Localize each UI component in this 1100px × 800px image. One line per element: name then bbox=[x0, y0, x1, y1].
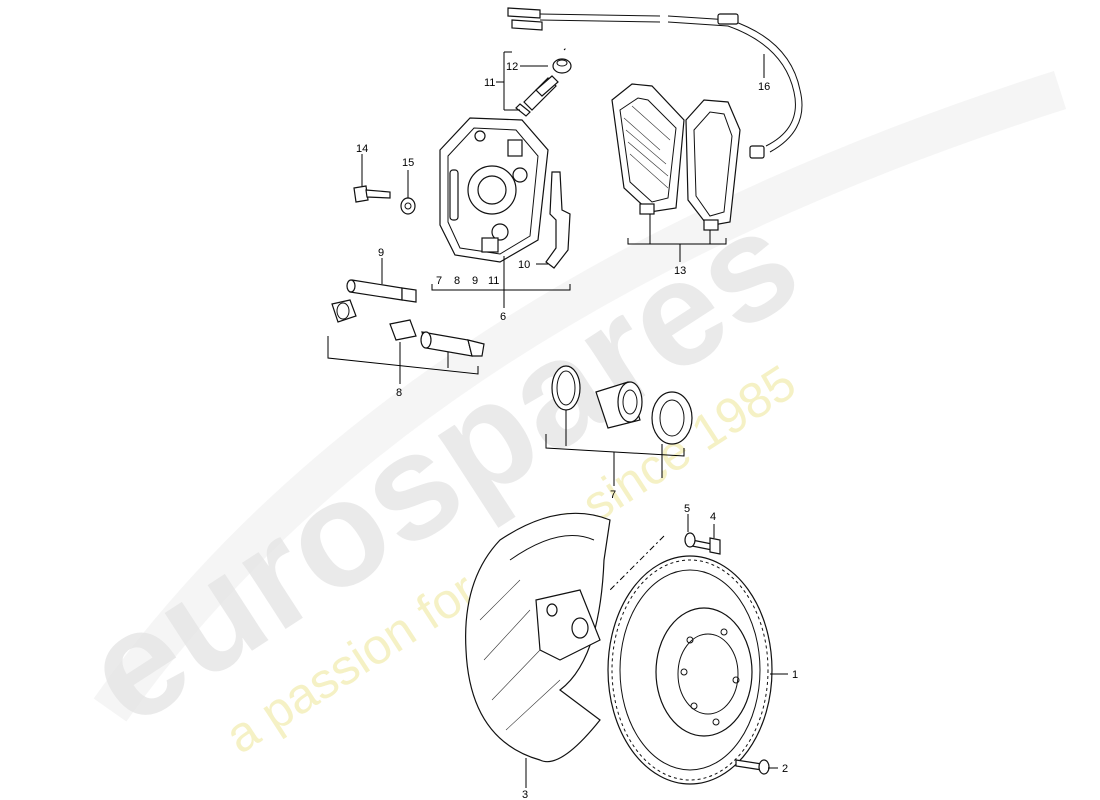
piston-repair-kit[interactable] bbox=[551, 365, 693, 445]
callout-12: 12 bbox=[506, 61, 518, 73]
guide-pin[interactable] bbox=[346, 279, 417, 303]
dust-cap[interactable] bbox=[552, 58, 572, 74]
callout-10: 10 bbox=[518, 259, 530, 271]
callout-3: 3 bbox=[522, 789, 528, 800]
wear-sensor[interactable] bbox=[507, 7, 803, 159]
callout-7: 7 bbox=[610, 489, 616, 501]
callout-14: 14 bbox=[356, 143, 368, 155]
callout-4: 4 bbox=[710, 511, 716, 523]
hex-bolt-4[interactable] bbox=[691, 537, 721, 555]
callout-16: 16 bbox=[758, 81, 770, 93]
guide-pin-kit[interactable] bbox=[331, 299, 485, 357]
kit6-label-11: 11 bbox=[488, 275, 499, 287]
callout-2: 2 bbox=[782, 763, 788, 775]
splash-shield[interactable] bbox=[465, 512, 611, 763]
callout-15: 15 bbox=[402, 157, 414, 169]
callout-6: 6 bbox=[500, 311, 506, 323]
bleeder-valve[interactable] bbox=[515, 75, 559, 117]
brake-pad-set[interactable] bbox=[611, 83, 741, 231]
spring-clip[interactable] bbox=[545, 171, 571, 269]
callout-1: 1 bbox=[792, 669, 798, 681]
washer-5[interactable] bbox=[684, 532, 696, 548]
callout-labels: 16 12 11 14 15 9 10 7 8 9 11 6 13 8 7 5 … bbox=[356, 61, 798, 800]
washer-15[interactable] bbox=[400, 197, 416, 215]
kit6-label-8: 8 bbox=[454, 275, 460, 287]
kit6-label-7: 7 bbox=[436, 275, 442, 287]
callout-8: 8 bbox=[396, 387, 402, 399]
callout-5: 5 bbox=[684, 503, 690, 515]
callout-9: 9 bbox=[378, 247, 384, 259]
watermark-swoosh bbox=[93, 70, 1067, 722]
callout-13: 13 bbox=[674, 265, 686, 277]
countersunk-screw-2[interactable] bbox=[735, 759, 770, 775]
brake-caliper[interactable] bbox=[439, 117, 549, 263]
leader-lines bbox=[327, 47, 788, 788]
kit6-label-9: 9 bbox=[472, 275, 478, 287]
callout-11: 11 bbox=[484, 77, 495, 89]
hex-bolt-14[interactable] bbox=[353, 185, 391, 203]
brake-disc[interactable] bbox=[607, 555, 773, 785]
